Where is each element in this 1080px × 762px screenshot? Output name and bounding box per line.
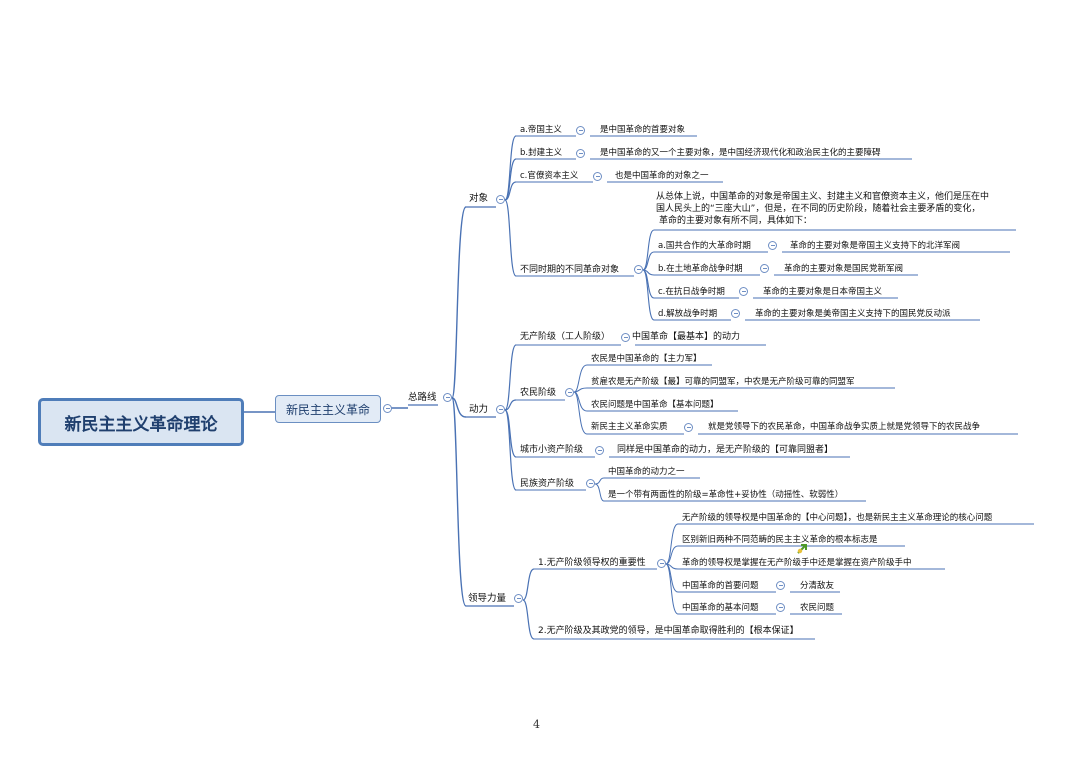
collapse-toggle-icon[interactable] (776, 581, 785, 590)
collapse-toggle-icon[interactable] (657, 559, 666, 568)
peasants[interactable]: 农民阶级 (520, 388, 557, 398)
periods-intro[interactable]: 从总体上说，中国革命的对象是帝国主义、封建主义和官僚资本主义，他们是压在中 国人… (656, 191, 1016, 227)
collapse-toggle-icon[interactable] (383, 404, 392, 413)
period-d-desc[interactable]: 革命的主要对象是美帝国主义支持下的国民党反动派 (755, 309, 951, 319)
petty-bourgeoisie[interactable]: 城市小资产阶级 (520, 445, 584, 455)
connector-curve (504, 181, 517, 201)
collapse-toggle-icon[interactable] (595, 446, 604, 455)
connector-curve (451, 397, 467, 418)
importance-item[interactable]: 区别新旧两种不同范畴的民主主义革命的根本标志是 (682, 535, 878, 545)
periods-intro-line: 从总体上说，中国革命的对象是帝国主义、封建主义和官僚资本主义，他们是压在中 (656, 192, 990, 202)
general-line-topic[interactable]: 总路线 (408, 392, 437, 403)
collapse-toggle-icon[interactable] (760, 264, 769, 273)
connector-curve (665, 563, 679, 593)
collapse-toggle-icon[interactable] (593, 172, 602, 181)
periods-topic[interactable]: 不同时期的不同革命对象 (520, 265, 620, 275)
national-bourgeoisie[interactable]: 民族资产阶级 (520, 479, 575, 489)
collapse-toggle-icon[interactable] (565, 388, 574, 397)
period-b-desc[interactable]: 革命的主要对象是国民党新军阀 (784, 264, 904, 274)
collapse-toggle-icon[interactable] (634, 265, 643, 274)
period-d[interactable]: d.解放战争时期 (658, 309, 718, 319)
collapse-toggle-icon[interactable] (443, 393, 452, 402)
target-imperialism-desc[interactable]: 是中国革命的首要对象 (600, 125, 686, 135)
connector-curve (504, 344, 517, 411)
leadership-importance[interactable]: 1.无产阶级领导权的重要性 (538, 558, 646, 568)
periods-intro-line: 革命的主要对象有所不同，具体如下： (659, 216, 813, 226)
collapse-toggle-icon[interactable] (496, 405, 505, 414)
collapse-toggle-icon[interactable] (731, 309, 740, 318)
connector-curve (594, 477, 605, 485)
collapse-toggle-icon[interactable] (514, 594, 523, 603)
petty-bourgeoisie-desc[interactable]: 同样是中国革命的动力，是无产阶级的【可靠同盟者】 (617, 445, 834, 455)
page-number: 4 (533, 718, 540, 731)
targets-topic[interactable]: 对象 (469, 193, 489, 204)
collapse-toggle-icon[interactable] (684, 423, 693, 432)
importance-item[interactable]: 无产阶级的领导权是中国革命的【中心问题】，也是新民主主义革命理论的核心问题 (682, 513, 993, 523)
importance-item[interactable]: 革命的领导权是掌握在无产阶级手中还是掌握在资产阶级手中 (682, 558, 912, 568)
peasants-item[interactable]: 农民问题是中国革命【基本问题】 (591, 400, 719, 410)
national-item[interactable]: 中国革命的动力之一 (608, 467, 685, 477)
target-feudalism[interactable]: b.封建主义 (520, 148, 563, 158)
connector-curve (665, 523, 679, 565)
connector-curve (642, 251, 655, 271)
peasants-essence-desc[interactable]: 就是党领导下的农民革命，中国革命战争实质上就是党领导下的农民战争 (708, 422, 981, 432)
period-c[interactable]: c.在抗日战争时期 (658, 287, 725, 297)
periods-intro-line: 国人民头上的“三座大山”，但是，在不同的历史阶段，随着社会主要矛盾的变化， (656, 204, 981, 214)
connector-curve (522, 599, 535, 640)
connector-curve (451, 206, 467, 399)
target-bureaucratic-desc[interactable]: 也是中国革命的对象之一 (615, 171, 709, 181)
basic-problem[interactable]: 中国革命的基本问题 (682, 603, 759, 613)
connector-curve (642, 229, 655, 271)
connector-curve (573, 391, 588, 435)
collapse-toggle-icon[interactable] (586, 479, 595, 488)
leadership-topic[interactable]: 领导力量 (468, 593, 507, 604)
cursor-icon (797, 544, 807, 554)
connector-curve (504, 409, 517, 491)
collapse-toggle-icon[interactable] (621, 333, 630, 342)
connector-curve (665, 563, 679, 615)
peasants-essence[interactable]: 新民主主义革命实质 (591, 422, 668, 432)
connector-curve (594, 483, 605, 502)
connector-curve (504, 399, 517, 411)
target-imperialism[interactable]: a.帝国主义 (520, 125, 562, 135)
connector-curve (522, 568, 535, 601)
collapse-toggle-icon[interactable] (496, 195, 505, 204)
target-feudalism-desc[interactable]: 是中国革命的又一个主要对象，是中国经济现代化和政治民主化的主要障碍 (600, 148, 881, 158)
target-bureaucratic[interactable]: c.官僚资本主义 (520, 171, 579, 181)
national-item[interactable]: 是一个带有两面性的阶级=革命性+妥协性（动摇性、软弱性） (608, 490, 844, 500)
collapse-toggle-icon[interactable] (576, 126, 585, 135)
period-c-desc[interactable]: 革命的主要对象是日本帝国主义 (763, 287, 883, 297)
connector-curve (451, 397, 467, 607)
peasants-item[interactable]: 农民是中国革命的【主力军】 (591, 354, 702, 364)
connector-curve (504, 199, 517, 277)
primary-problem[interactable]: 中国革命的首要问题 (682, 581, 759, 591)
connector-curve (573, 364, 588, 393)
collapse-toggle-icon[interactable] (576, 149, 585, 158)
leadership-guarantee[interactable]: 2.无产阶级及其政党的领导，是中国革命取得胜利的【根本保证】 (538, 626, 799, 636)
collapse-toggle-icon[interactable] (739, 287, 748, 296)
proletariat[interactable]: 无产阶级（工人阶级） (520, 332, 611, 342)
peasants-item[interactable]: 贫雇农是无产阶级【最】可靠的同盟军，中农是无产阶级可靠的同盟军 (591, 377, 855, 387)
period-a-desc[interactable]: 革命的主要对象是帝国主义支持下的北洋军阀 (790, 241, 961, 251)
period-a[interactable]: a.国共合作的大革命时期 (658, 241, 751, 251)
period-b[interactable]: b.在土地革命战争时期 (658, 264, 743, 274)
main-topic[interactable]: 新民主主义革命 (275, 395, 381, 423)
collapse-toggle-icon[interactable] (776, 603, 785, 612)
basic-problem-desc[interactable]: 农民问题 (800, 603, 835, 613)
forces-topic[interactable]: 动力 (469, 404, 489, 415)
proletariat-desc[interactable]: 中国革命【最基本】的动力 (632, 332, 741, 342)
primary-problem-desc[interactable]: 分清敌友 (800, 581, 835, 591)
root-topic[interactable]: 新民主主义革命理论 (38, 398, 244, 446)
connector-curve (642, 269, 655, 321)
collapse-toggle-icon[interactable] (768, 241, 777, 250)
connector-curve (665, 545, 679, 565)
